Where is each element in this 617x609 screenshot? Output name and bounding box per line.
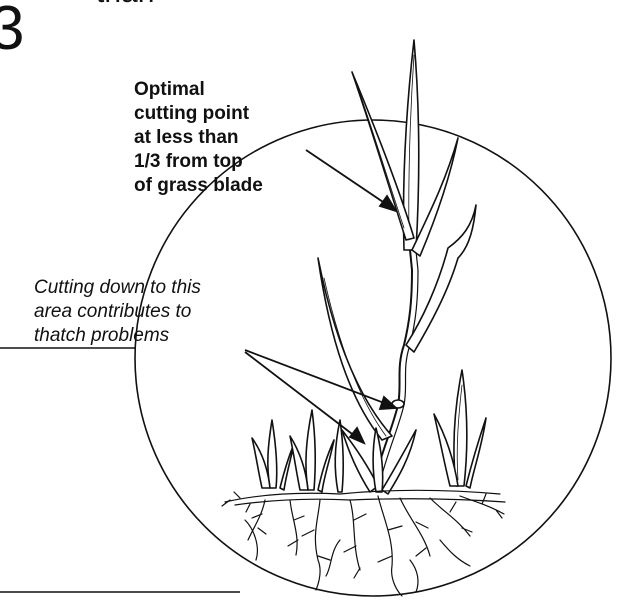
callout-line: 1/3 from top [134, 150, 334, 174]
callout-line: Optimal [134, 78, 334, 102]
callout-line: of grass blade [134, 174, 334, 198]
callout-line: at less than [134, 126, 334, 150]
callout-optimal-cutting-point: Optimal cutting point at less than 1/3 f… [134, 78, 334, 198]
callout-line: Cutting down to this [34, 276, 294, 300]
callout-line: thatch problems [34, 324, 294, 348]
cropped-heading-text: than [96, 0, 154, 10]
callout-thatch-warning: Cutting down to this area contributes to… [34, 276, 294, 348]
callout-line: area contributes to [34, 300, 294, 324]
callout-line: cutting point [134, 102, 334, 126]
cropped-number: 3 [0, 0, 24, 64]
